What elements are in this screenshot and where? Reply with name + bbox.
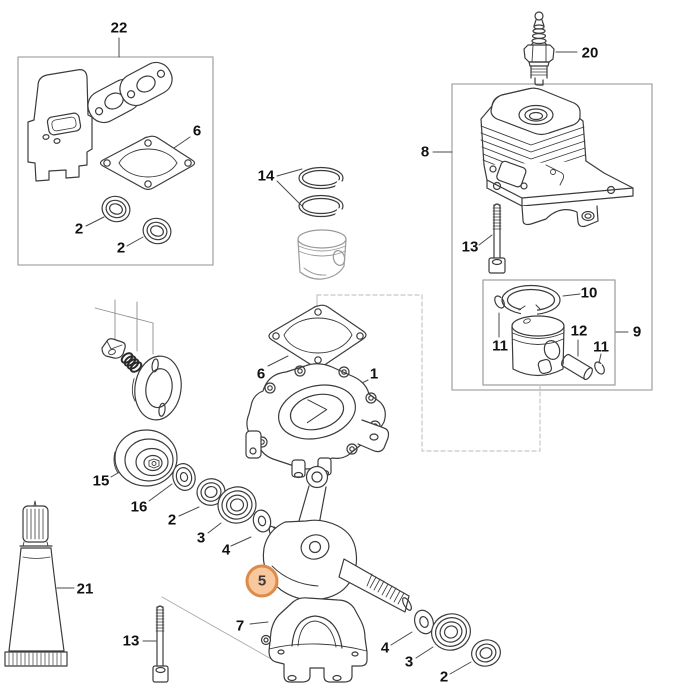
- starter-pawl-drawing: [101, 338, 126, 359]
- seal-bottom-drawing: [471, 639, 501, 667]
- part-callout-8[interactable]: 8: [420, 143, 430, 161]
- sealant-tube-drawing: [4, 500, 68, 667]
- screw-to-case-line: [161, 596, 274, 661]
- part-callout-2-seal-b[interactable]: 2: [116, 239, 126, 257]
- part-callout-9[interactable]: 9: [632, 323, 642, 341]
- cylinder-gasket-drawing: [99, 135, 196, 191]
- part-callout-2-left[interactable]: 2: [167, 511, 177, 529]
- cylinder-screw-drawing: [488, 203, 506, 274]
- starter-plate-drawing: [131, 355, 182, 421]
- part-callout-15[interactable]: 15: [92, 472, 110, 490]
- piston-group-box: [482, 279, 616, 386]
- washer-4-bottom-drawing: [413, 609, 435, 635]
- cylinder-group-box: [451, 83, 653, 391]
- part-callout-13-top[interactable]: 13: [461, 238, 479, 256]
- bearing-bottom-drawing: [431, 613, 471, 651]
- piston-drawing: [511, 315, 565, 377]
- ring-set-drawing: [298, 166, 347, 219]
- part-callout-7[interactable]: 7: [235, 617, 245, 635]
- cylinder-drawing: [480, 87, 634, 228]
- leader-lines: [56, 37, 629, 675]
- circlip-left-drawing: [494, 295, 505, 309]
- part-callout-14[interactable]: 14: [257, 167, 275, 185]
- gasket-set-box: [17, 56, 214, 266]
- spark-plug-drawing: [523, 11, 555, 86]
- part-callout-10[interactable]: 10: [580, 284, 598, 302]
- part-callout-13-bottom[interactable]: 13: [122, 632, 140, 650]
- starter-assembly-lines: [94, 299, 154, 355]
- part-callout-3-bottom[interactable]: 3: [404, 653, 414, 671]
- part-callout-5[interactable]: 5: [245, 564, 279, 598]
- seal-left-drawing: [196, 478, 226, 506]
- part-callout-12[interactable]: 12: [570, 322, 588, 340]
- rope-rotor-drawing: [113, 429, 178, 487]
- part-callout-4-left[interactable]: 4: [221, 541, 231, 559]
- part-callout-2-bottom[interactable]: 2: [439, 668, 449, 684]
- part-callout-6-mid[interactable]: 6: [256, 365, 266, 383]
- part-callout-22[interactable]: 22: [110, 19, 128, 37]
- flange-gasket-b-drawing: [119, 61, 173, 107]
- oil-seal-a-drawing: [101, 195, 131, 223]
- muffler-gasket-drawing: [27, 69, 93, 182]
- wrist-pin-drawing: [561, 353, 593, 381]
- starter-spring-drawing: [120, 352, 143, 373]
- part-callout-6-top[interactable]: 6: [192, 122, 202, 140]
- oil-seal-b-drawing: [142, 217, 172, 245]
- part-callout-11-right[interactable]: 11: [593, 338, 609, 356]
- part-callout-3-left[interactable]: 3: [196, 529, 206, 547]
- assembly-connector-dashed: [316, 294, 541, 452]
- part-callout-20[interactable]: 20: [581, 44, 599, 62]
- part-callout-11-left[interactable]: 11: [492, 337, 508, 355]
- piston-ring-drawing: [501, 284, 561, 318]
- crankcase-upper-drawing: [245, 363, 390, 479]
- washer-4-left-drawing: [252, 509, 272, 533]
- part-callout-1[interactable]: 1: [369, 365, 379, 383]
- circlip-right-drawing: [594, 361, 605, 375]
- washer-16-drawing: [172, 463, 196, 491]
- part-callout-16[interactable]: 16: [130, 498, 148, 516]
- case-screw-drawing: [152, 605, 169, 683]
- part-callout-4-bottom[interactable]: 4: [380, 639, 390, 657]
- crankshaft-drawing: [262, 465, 412, 613]
- bearing-left-drawing: [217, 486, 257, 524]
- part-callout-2-seal-a[interactable]: 2: [74, 220, 84, 238]
- crankcase-lower-drawing: [260, 597, 368, 683]
- piston-reference-drawing: [297, 229, 347, 280]
- part-callout-21[interactable]: 21: [76, 580, 94, 598]
